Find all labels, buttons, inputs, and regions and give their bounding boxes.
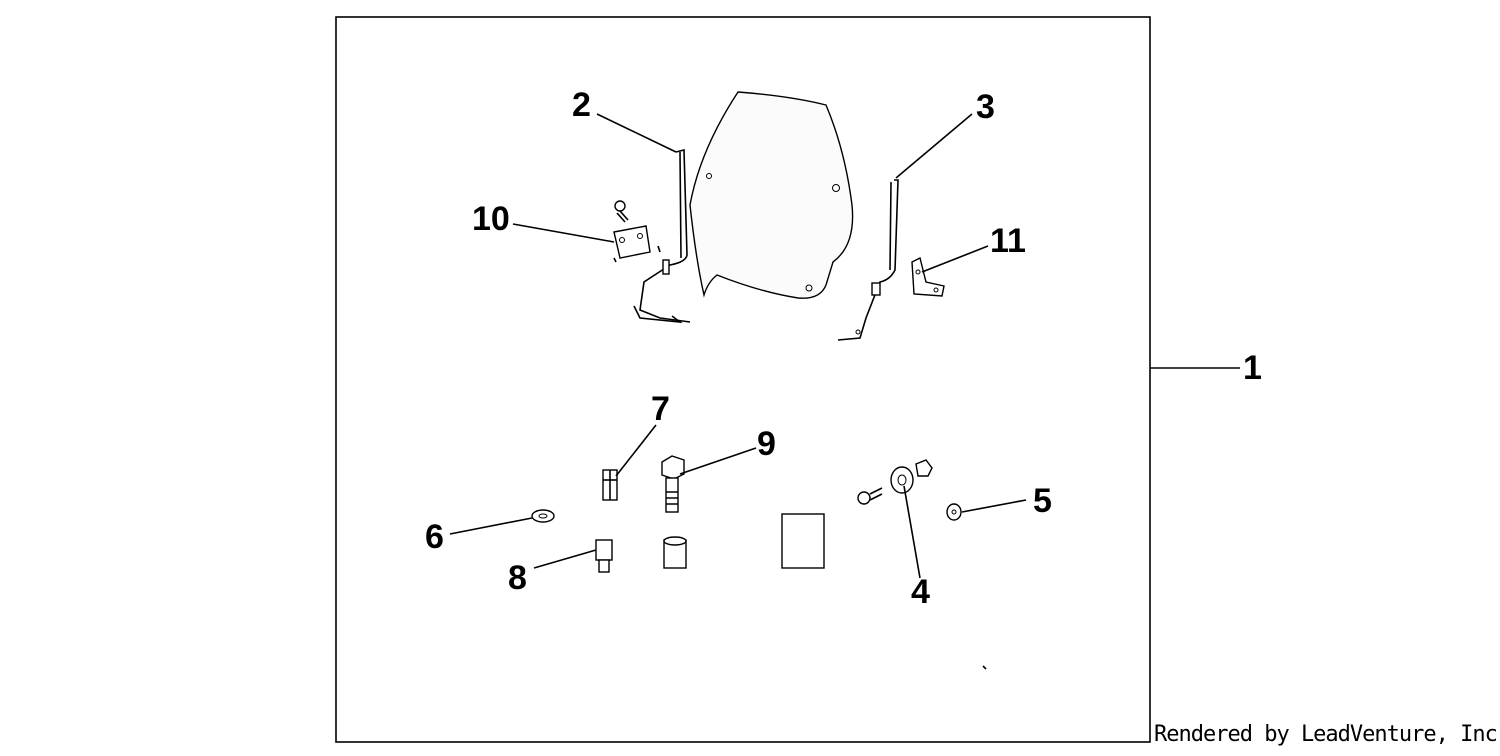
callout-2: 2 (572, 86, 591, 124)
hex-bolt-thread (666, 491, 678, 505)
callout-1: 1 (1243, 349, 1262, 387)
leader-line-11 (921, 245, 989, 273)
bracket-hole (637, 233, 643, 239)
small-washer (946, 503, 962, 521)
leader-line-3 (895, 113, 973, 179)
callout-4: 4 (911, 573, 930, 611)
footer-credit: Rendered by LeadVenture, Inc. (1154, 722, 1500, 747)
leader-line-7 (615, 424, 657, 477)
left-bracket (613, 225, 651, 259)
windscreen-hole (832, 184, 840, 192)
callout-6: 6 (425, 518, 444, 556)
left-stay-pin (662, 259, 670, 275)
stud-body (595, 539, 613, 561)
right-stay-inner (889, 181, 892, 271)
leader-line-6 (449, 517, 533, 535)
bracket-hole (933, 287, 939, 293)
bracket-bolt-shank (616, 210, 629, 223)
windscreen-hole (805, 284, 813, 292)
spacer-collar-top (663, 536, 687, 546)
leader-line-4 (903, 485, 921, 579)
washer (531, 509, 555, 523)
instruction-sheet (781, 513, 825, 569)
small-washer-hole (951, 509, 957, 515)
bracket-hole (915, 269, 921, 275)
hex-bolt-shank (665, 477, 679, 513)
leader-line-2 (596, 113, 677, 153)
bracket-hole (619, 237, 625, 243)
callout-11: 11 (990, 222, 1026, 260)
leader-line-5 (961, 499, 1027, 513)
callout-10: 10 (472, 200, 510, 238)
hex-bolt-head (661, 455, 685, 480)
right-bracket (911, 256, 945, 297)
windscreen (689, 91, 854, 299)
bracket-tab (613, 245, 661, 263)
grommet-nut (915, 459, 933, 477)
screw-shank (869, 487, 883, 501)
screw-head (857, 491, 871, 505)
left-stay-foot (633, 305, 683, 324)
right-stay-hole (855, 329, 861, 335)
callout-8: 8 (508, 559, 527, 597)
grommet (890, 466, 914, 494)
leader-line-10 (512, 223, 615, 243)
stud-thread (598, 559, 610, 573)
stray-mark (982, 665, 987, 670)
windscreen-hole (706, 173, 712, 179)
callout-9: 9 (757, 425, 776, 463)
callout-7: 7 (651, 390, 670, 428)
callout-5: 5 (1033, 482, 1052, 520)
washer-hole (538, 513, 548, 519)
right-stay (837, 179, 899, 341)
callout-3: 3 (976, 88, 995, 126)
left-stay-inner (679, 151, 682, 259)
right-stay-pin (871, 282, 881, 296)
left-stay (639, 148, 691, 323)
bracket-bolt-head (614, 200, 626, 212)
leader-line-9 (679, 447, 757, 475)
leader-line-8 (533, 549, 597, 569)
kit-frame (335, 16, 1151, 743)
grommet-hole (897, 474, 907, 486)
